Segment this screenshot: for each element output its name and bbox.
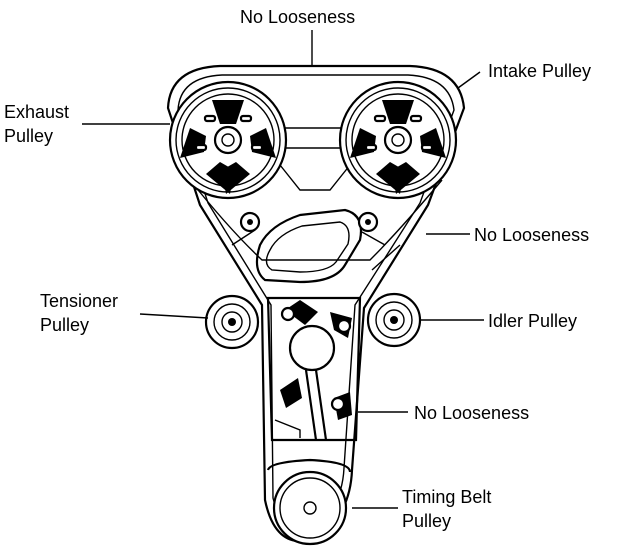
timing-belt-pulley — [266, 458, 352, 546]
label-tensioner-pulley-line1: Tensioner — [40, 291, 118, 311]
idler-pulley — [366, 292, 422, 348]
tensioner-pulley — [204, 294, 260, 350]
label-exhaust-pulley-line2: Pulley — [4, 126, 53, 146]
cam-housing — [189, 127, 443, 284]
label-exhaust-pulley-line1: Exhaust — [4, 102, 69, 122]
exhaust-pulley — [168, 80, 288, 200]
intake-pulley — [338, 80, 458, 200]
label-intake-pulley: Intake Pulley — [488, 61, 591, 81]
label-idler-pulley: Idler Pulley — [488, 311, 577, 331]
label-timing-belt-pulley-line1: Timing Belt — [402, 487, 491, 507]
label-no-looseness-lower: No Looseness — [414, 403, 529, 423]
lower-block — [266, 296, 362, 442]
label-tensioner-pulley-line2: Pulley — [40, 315, 89, 335]
leader-lines — [82, 30, 484, 509]
label-timing-belt-pulley-line2: Pulley — [402, 511, 451, 531]
label-no-looseness-right: No Looseness — [474, 225, 589, 245]
labels: No Looseness Intake Pulley Exhaust Pulle… — [4, 7, 591, 531]
label-no-looseness-top: No Looseness — [240, 7, 355, 27]
